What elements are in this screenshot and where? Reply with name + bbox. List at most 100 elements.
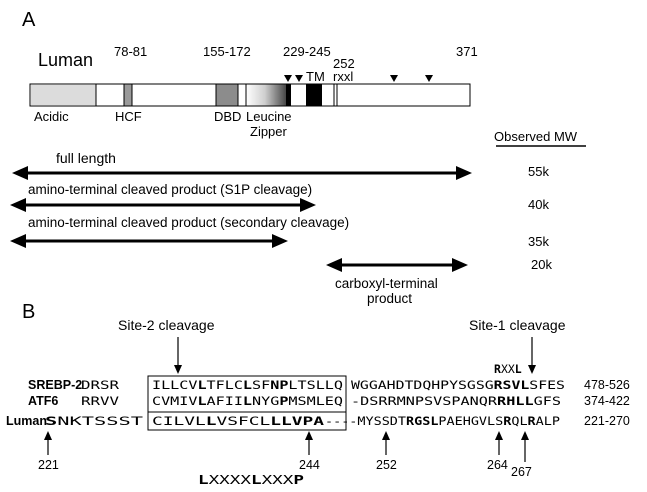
product-secondary-label: amino-terminal cleaved product (secondar… bbox=[28, 215, 349, 230]
leucine-label: Leucine bbox=[246, 109, 292, 124]
mw-55k: 55k bbox=[528, 164, 549, 179]
leucine-zipper-domain bbox=[245, 83, 289, 107]
bold-residue: NP bbox=[270, 378, 288, 392]
glycosylation-triangle bbox=[295, 75, 303, 82]
mw-40k: 40k bbox=[528, 197, 549, 212]
position-155-172: 155-172 bbox=[203, 44, 251, 59]
product-carboxyl-label-line2: product bbox=[367, 291, 412, 306]
residue-segment: NYG bbox=[252, 394, 279, 408]
atf6-name: ATF6 bbox=[28, 394, 58, 408]
residue-segment: -DSRRMNPSVSPANQR bbox=[351, 394, 497, 408]
bold-residue: L bbox=[251, 473, 262, 487]
mw-35k: 35k bbox=[528, 234, 549, 249]
residue-segment: TFLC bbox=[207, 378, 243, 392]
product-full-length-label: full length bbox=[56, 150, 116, 166]
atf6-range: 374-422 bbox=[584, 394, 630, 408]
glycosylation-triangle bbox=[390, 75, 398, 82]
glycosylation-triangle bbox=[425, 75, 433, 82]
residue-segment: XXX bbox=[262, 473, 295, 487]
residue-segment: VSFCL bbox=[217, 414, 271, 428]
panel-a-label: A bbox=[22, 9, 36, 31]
marker-267-arrowhead bbox=[521, 431, 529, 440]
tm-label: TM bbox=[306, 69, 325, 84]
marker-264: 264 bbox=[487, 458, 508, 472]
product-s1p-label: amino-terminal cleaved product (S1P clea… bbox=[28, 182, 312, 197]
residue-segment: ILLCV bbox=[152, 378, 198, 392]
residue-segment: PAEHGVLS bbox=[438, 414, 503, 428]
rxxl-motif-label: rxxl bbox=[333, 69, 353, 84]
arrowhead-right bbox=[272, 234, 288, 248]
hcf-label: HCF bbox=[115, 109, 142, 124]
residue-segment: MSMLEQ bbox=[288, 394, 343, 408]
zipper-dark-end bbox=[286, 84, 291, 106]
arrowhead-right bbox=[300, 198, 316, 212]
hcf-domain bbox=[123, 83, 133, 107]
residue-segment: SF bbox=[252, 378, 270, 392]
bold-residue: RSVL bbox=[494, 378, 530, 392]
acidic-domain bbox=[31, 85, 96, 105]
marker-264-arrowhead bbox=[495, 431, 503, 440]
observed-mw-header: Observed MW bbox=[494, 129, 578, 144]
residue-segment: ----MYSSDT bbox=[325, 414, 406, 428]
bold-residue: PA bbox=[302, 414, 324, 428]
glycosylation-triangle bbox=[284, 75, 292, 82]
mw-20k: 20k bbox=[531, 257, 552, 272]
luman-name: Luman bbox=[6, 414, 47, 428]
arrowhead-left bbox=[326, 258, 342, 272]
marker-221-arrowhead bbox=[44, 431, 52, 440]
zipper-label: Zipper bbox=[250, 124, 288, 139]
product-carboxyl-label-line1: carboxyl-terminal bbox=[335, 276, 438, 291]
residue-segment: CVMIV bbox=[152, 394, 198, 408]
bold-residue: S bbox=[45, 414, 57, 428]
bold-residue: LLV bbox=[270, 414, 302, 428]
bold-residue: L bbox=[197, 394, 206, 408]
bold-residue: RHLL bbox=[497, 394, 534, 408]
residue-segment: NKTSSST bbox=[57, 414, 143, 428]
position-229-245: 229-245 bbox=[283, 44, 331, 59]
bold-residue: L bbox=[206, 414, 217, 428]
protein-name: Luman bbox=[38, 50, 93, 70]
arrowhead-right bbox=[452, 258, 468, 272]
residue-segment: GFS bbox=[534, 394, 561, 408]
dbd-label: DBD bbox=[214, 109, 241, 124]
bold-residue: R bbox=[503, 414, 511, 428]
position-78-81: 78-81 bbox=[114, 44, 147, 59]
arrowhead-right bbox=[456, 166, 472, 180]
bold-residue: L bbox=[198, 473, 209, 487]
bold-residue: L bbox=[197, 378, 206, 392]
membrane-span-box bbox=[147, 375, 347, 431]
bold-residue: P bbox=[293, 473, 304, 487]
arrowhead-left bbox=[10, 234, 26, 248]
residue-segment: SFES bbox=[529, 378, 565, 392]
marker-221: 221 bbox=[38, 458, 59, 472]
marker-244-arrowhead bbox=[305, 431, 313, 440]
residue-segment: LTSLLQ bbox=[288, 378, 343, 392]
bold-residue: R bbox=[528, 414, 536, 428]
position-252: 252 bbox=[333, 56, 355, 71]
residue-segment: CILVL bbox=[152, 414, 206, 428]
tm-domain bbox=[306, 84, 322, 106]
site1-arrowhead bbox=[528, 365, 536, 374]
residue-segment: ALP bbox=[536, 414, 560, 428]
position-371: 371 bbox=[456, 44, 478, 59]
arrowhead-left bbox=[12, 166, 28, 180]
residue-segment: XXXX bbox=[209, 473, 253, 487]
marker-267: 267 bbox=[511, 465, 532, 479]
arrowhead-left bbox=[10, 198, 26, 212]
dbd-domain bbox=[215, 83, 239, 107]
acidic-label: Acidic bbox=[34, 109, 69, 124]
site2-arrowhead bbox=[174, 365, 182, 374]
srebp2-pre: DRSR bbox=[81, 378, 119, 392]
atf6-pre: RRVV bbox=[81, 394, 119, 408]
panel-b-label: B bbox=[22, 301, 35, 323]
bold-residue: RGSL bbox=[406, 414, 438, 428]
